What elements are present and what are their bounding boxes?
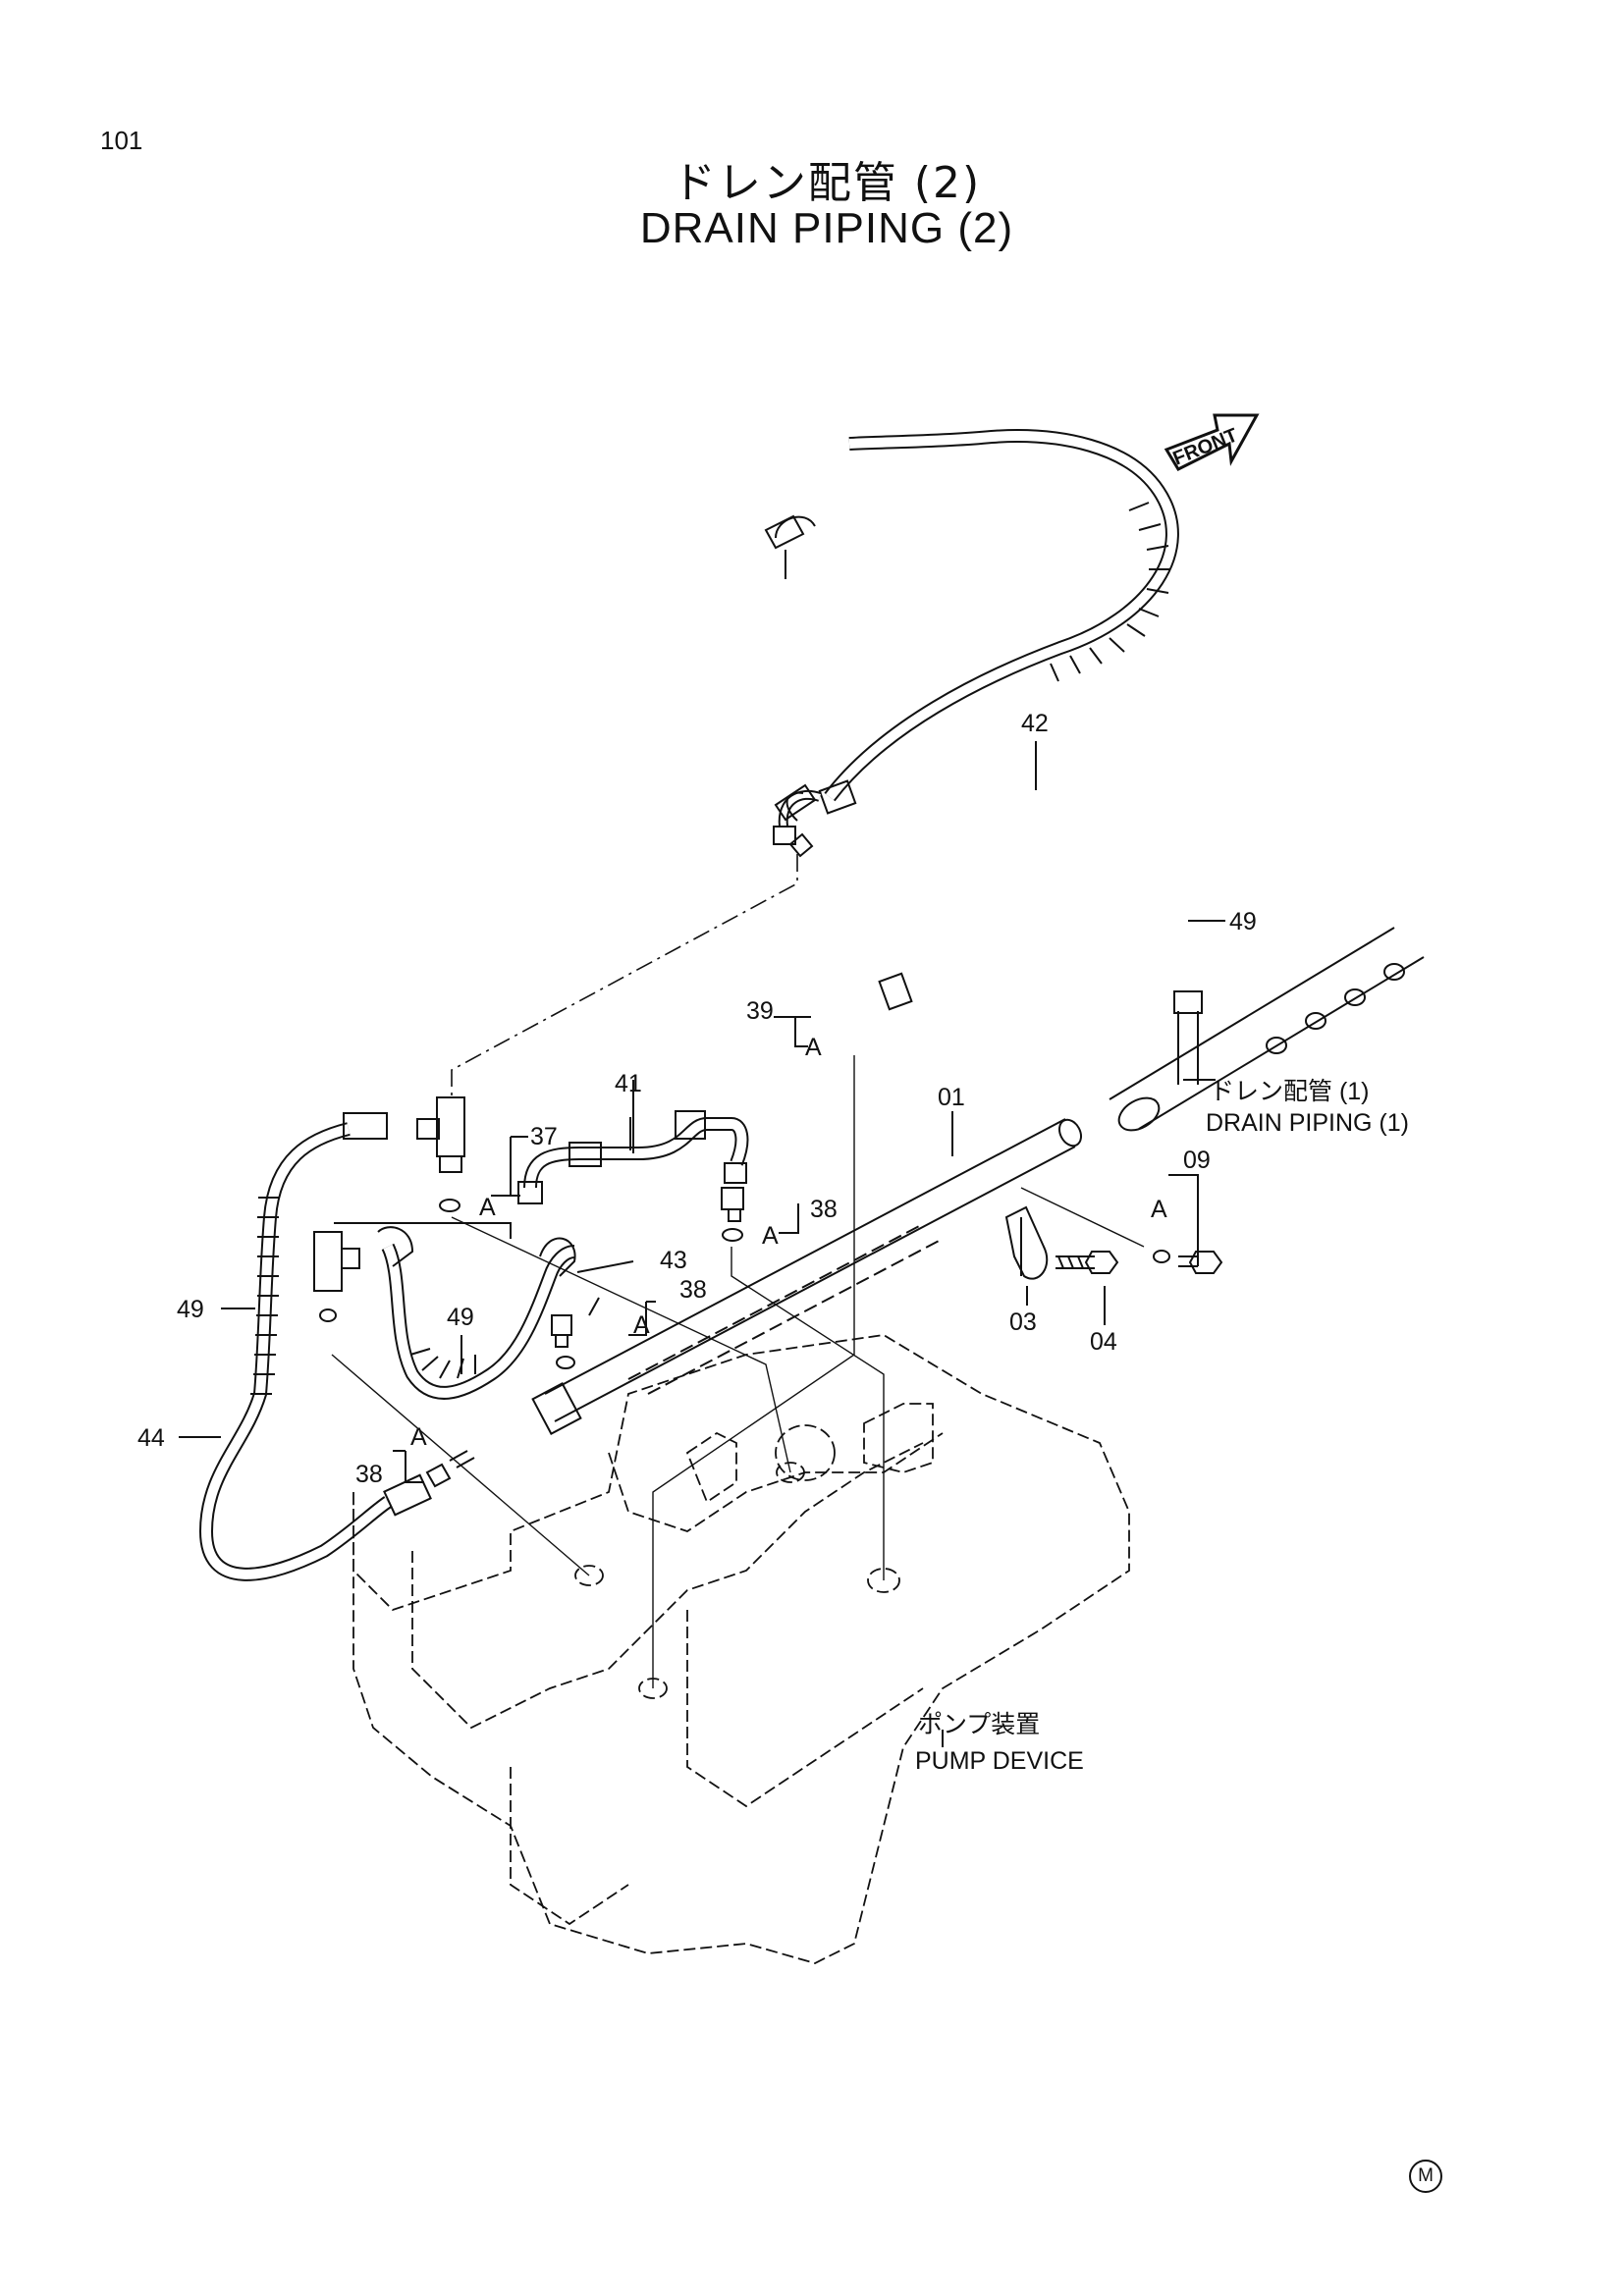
label-43: 43 (660, 1247, 687, 1274)
title-english: DRAIN PIPING (2) (639, 204, 1014, 252)
title-japanese: ドレン配管 (2) (672, 158, 982, 208)
label-38-right: 38 (810, 1196, 838, 1223)
label-a-38-center: A (633, 1311, 650, 1339)
pipe-41 (517, 1080, 749, 1204)
front-arrow-icon: FRONT (1164, 413, 1260, 471)
page-number: 101 (100, 126, 143, 155)
label-03: 03 (1009, 1308, 1037, 1336)
label-a-09: A (1151, 1196, 1167, 1223)
label-38-left: 38 (355, 1461, 383, 1488)
label-a-38-left: A (410, 1423, 427, 1451)
label-49-upper: 49 (1229, 908, 1257, 935)
fitting-38-right (721, 1187, 744, 1242)
callout-pump-device-jp: ポンプ装置 (918, 1711, 1040, 1738)
pipe-01 (531, 1118, 1083, 1435)
label-41: 41 (615, 1070, 642, 1097)
fitting-38-center (551, 1314, 575, 1369)
plug-09 (1153, 1250, 1223, 1274)
hose-49-left (198, 1112, 475, 1581)
fitting-39 (764, 514, 822, 845)
callout-pump-device: ポンプ装置 PUMP DEVICE (915, 1711, 1084, 1775)
label-38-center: 38 (679, 1276, 707, 1304)
callout-drain-piping-1-jp: ドレン配管 (1) (1210, 1078, 1370, 1105)
label-a-37: A (479, 1194, 496, 1221)
label-a-39: A (805, 1034, 822, 1061)
label-37: 37 (530, 1123, 558, 1150)
label-01: 01 (938, 1084, 965, 1111)
label-04: 04 (1090, 1328, 1117, 1356)
label-39: 39 (746, 997, 774, 1025)
drain-piping-1 (1109, 927, 1425, 1132)
part-labels: 42 49 39 A 41 01 37 A 38 A 43 38 A 49 49… (137, 710, 1257, 1488)
label-09: 09 (1183, 1147, 1211, 1174)
callout-drain-piping-1: ドレン配管 (1) DRAIN PIPING (1) (1206, 1078, 1409, 1137)
callout-drain-piping-1-en: DRAIN PIPING (1) (1206, 1109, 1409, 1137)
tee-fitting-37 (416, 1096, 465, 1212)
hose-49-middle (313, 1226, 576, 1400)
m-mark-icon: M (1409, 2160, 1442, 2193)
hose-42 (818, 429, 1179, 1011)
clamp-03 (1004, 1205, 1049, 1280)
label-a-38-right: A (762, 1222, 779, 1250)
pump-device (352, 1334, 1130, 1964)
label-49-middle: 49 (447, 1304, 474, 1331)
label-44: 44 (137, 1424, 165, 1452)
label-49-left: 49 (177, 1296, 204, 1323)
label-42: 42 (1021, 710, 1049, 737)
callout-pump-device-en: PUMP DEVICE (915, 1747, 1084, 1775)
bolt-04 (1056, 1251, 1119, 1274)
